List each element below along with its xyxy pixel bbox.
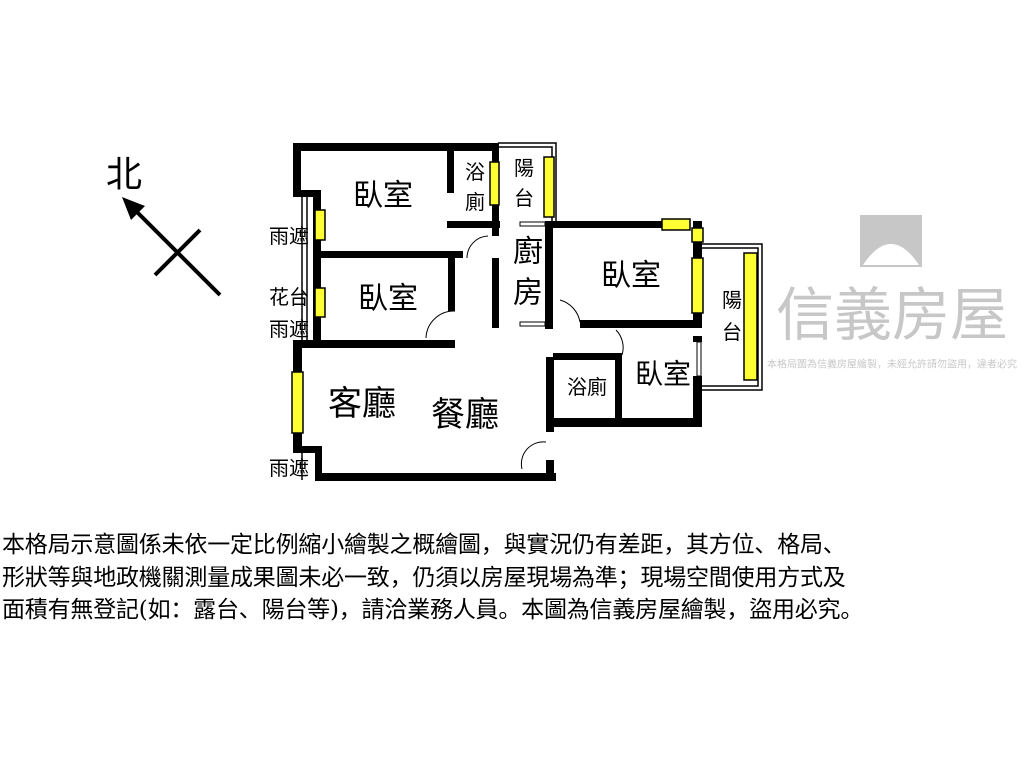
room-label-bedroom-se: 臥室 <box>635 358 691 391</box>
room-label-balcony-n-2: 台 <box>514 186 534 210</box>
room-label-balcony-e: 陽 <box>722 288 742 312</box>
watermark: 信義房屋 本格局圖為信義房屋繪製，未經允許請勿盜用，違者必究 <box>767 215 1017 371</box>
room-label-bedroom-w: 臥室 <box>358 282 418 317</box>
room-label-bedroom-e: 臥室 <box>601 259 661 294</box>
room-label-bath-n: 浴 <box>465 160 485 184</box>
label-canopy-3: 雨遮 <box>269 456 309 480</box>
room-label-bedroom-nw: 臥室 <box>353 179 413 214</box>
watermark-notice: 本格局圖為信義房屋繪製，未經允許請勿盜用，違者必究 <box>767 358 1017 371</box>
label-canopy-1: 雨遮 <box>269 224 309 248</box>
label-canopy-2: 雨遮 <box>269 317 309 341</box>
north-label: 北 <box>106 155 142 196</box>
room-label-dining: 餐廳 <box>431 395 499 435</box>
north-arrow-icon <box>122 197 222 297</box>
disclaimer-line-2: 形狀等與地政機關測量成果圖未必一致，仍須以房屋現場為準；現場空間使用方式及 <box>2 565 846 591</box>
disclaimer-line-1: 本格局示意圖係未依一定比例縮小繪製之概繪圖，與實況仍有差距，其方位、格局、 <box>2 532 846 558</box>
label-planter: 花台 <box>269 285 309 309</box>
disclaimer-line-3: 面積有無登記(如：露台、陽台等)，請洽業務人員。本圖為信義房屋繪製，盜用必究。 <box>2 597 864 623</box>
room-label-balcony-e-2: 台 <box>722 320 742 344</box>
room-label-living: 客廳 <box>328 384 396 424</box>
windows <box>291 156 758 434</box>
room-label-bath-n-2: 廁 <box>465 190 485 214</box>
room-label-kitchen-2: 房 <box>513 276 543 311</box>
watermark-brand: 信義房屋 <box>776 281 1008 349</box>
room-label-balcony-n: 陽 <box>514 156 534 180</box>
room-label-kitchen: 廚 <box>513 235 543 270</box>
room-label-bath-s: 浴廁 <box>567 375 607 399</box>
doors <box>425 221 702 470</box>
